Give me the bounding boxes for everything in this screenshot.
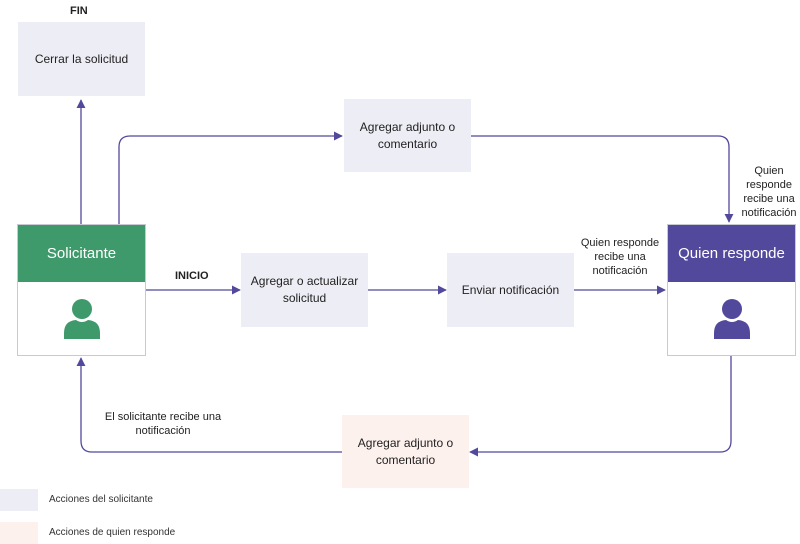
requester-notified-label: El solicitante recibe una notificación bbox=[104, 411, 222, 437]
add-attachment-top-node: Agregar adjunto o comentario bbox=[344, 99, 471, 172]
legend-requester-text: Acciones del solicitante bbox=[49, 494, 153, 505]
requester-title: Solicitante bbox=[46, 245, 117, 262]
responder-notified-right-label: Quien responde recibe una notificación bbox=[741, 165, 797, 219]
close-request-node: Cerrar la solicitud bbox=[18, 22, 145, 96]
close-request-label: Cerrar la solicitud bbox=[34, 51, 129, 66]
fin-label: FIN bbox=[70, 5, 88, 17]
arrow-bottom-attachment-to-requester bbox=[76, 357, 342, 453]
legend-responder-text: Acciones de quien responde bbox=[49, 527, 176, 538]
send-notification-label: Enviar notificación bbox=[461, 282, 560, 297]
user-icon bbox=[63, 298, 100, 339]
inicio-label: INICIO bbox=[175, 270, 209, 282]
add-attachment-bottom-label: Agregar adjunto o comentario bbox=[357, 435, 454, 467]
arrow-requester-to-top-attachment bbox=[118, 131, 343, 224]
responder-title: Quien responde bbox=[678, 245, 785, 262]
send-notification-node: Enviar notificación bbox=[447, 253, 574, 327]
requester-header: Solicitante bbox=[18, 225, 145, 282]
add-attachment-top-label: Agregar adjunto o comentario bbox=[359, 119, 456, 151]
responder-notified-middle-label: Quien responde recibe una notificación bbox=[580, 237, 660, 277]
responder-header: Quien responde bbox=[668, 225, 795, 282]
requester-actor: Solicitante bbox=[17, 224, 146, 356]
add-update-request-label: Agregar o actualizar solicitud bbox=[250, 274, 359, 305]
legend-requester-swatch bbox=[0, 489, 38, 511]
user-icon bbox=[713, 298, 750, 339]
add-attachment-bottom-node: Agregar adjunto o comentario bbox=[342, 415, 469, 488]
arrow-top-attachment-to-responder bbox=[471, 135, 734, 223]
add-update-request-node: Agregar o actualizar solicitud bbox=[241, 253, 368, 327]
responder-actor: Quien responde bbox=[667, 224, 796, 356]
arrow-responder-to-bottom-attachment bbox=[469, 356, 732, 457]
legend-responder-swatch bbox=[0, 522, 38, 544]
